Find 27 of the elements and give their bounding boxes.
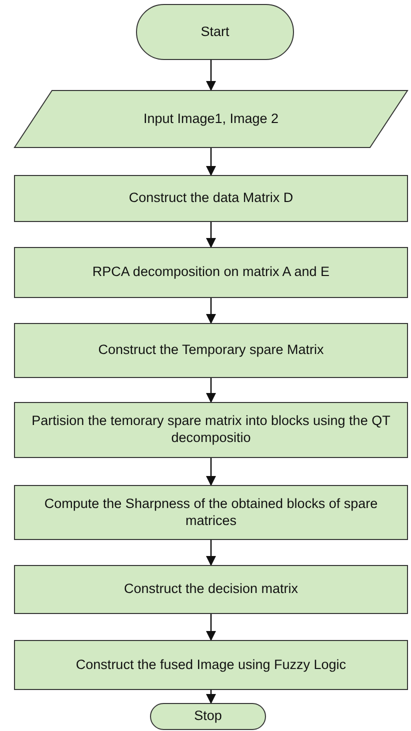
arrow: [206, 378, 216, 403]
arrow: [206, 222, 216, 248]
step-text: Stop: [193, 708, 223, 725]
step-text: Input Image1, Image 2: [142, 110, 280, 128]
arrow: [206, 148, 216, 176]
process-box: [14, 175, 408, 222]
process-box: [14, 640, 408, 690]
process-box: [14, 485, 408, 540]
arrow: [206, 458, 216, 486]
arrow: [206, 540, 216, 566]
arrow: [206, 614, 216, 641]
terminal-shape: [150, 703, 266, 730]
process-box: [14, 247, 408, 298]
step-text: Construct the data Matrix D: [128, 190, 294, 207]
step-text: Construct the decision matrix: [122, 581, 300, 598]
process-box: [14, 323, 408, 378]
arrow: [206, 298, 216, 324]
step-text: Start: [200, 24, 230, 40]
step-text: Construct the fused Image using Fuzzy Logic: [74, 656, 348, 674]
step-text: Construct the Temporary spare Matrix: [97, 342, 325, 359]
step-text: Partision the temorary spare matrix into blocks using the QT decompositio: [30, 413, 392, 447]
process-box: [14, 565, 408, 614]
process-box: [14, 402, 408, 458]
arrow: [206, 690, 216, 704]
step-text: Compute the Sharpness of the obtained blocks of spare matrices: [43, 496, 379, 530]
arrow: [206, 60, 216, 91]
step-text: RPCA decomposition on matrix A and E: [91, 264, 331, 281]
